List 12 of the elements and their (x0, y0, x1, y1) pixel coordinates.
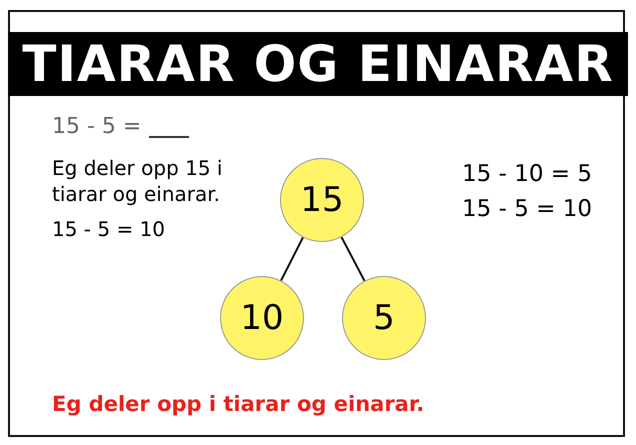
equation: 15 - 5 = 10 (462, 196, 592, 222)
title-banner: TIARAR OG EINARAR (8, 32, 628, 96)
number-circle: 10 (220, 276, 304, 360)
connector-line (340, 236, 366, 282)
number-circle: 5 (342, 276, 426, 360)
number-circle: 15 (280, 158, 364, 242)
equation: 15 - 5 = 10 (52, 216, 166, 242)
connector-line (280, 236, 304, 282)
equation: 15 - 10 = 5 (462, 161, 592, 187)
caption: Eg deler opp i tiarar og einarar. (52, 391, 424, 417)
equation: 15 - 5 = (52, 114, 142, 140)
explanation-text: Eg deler opp 15 i tiarar og einarar. (52, 155, 224, 207)
